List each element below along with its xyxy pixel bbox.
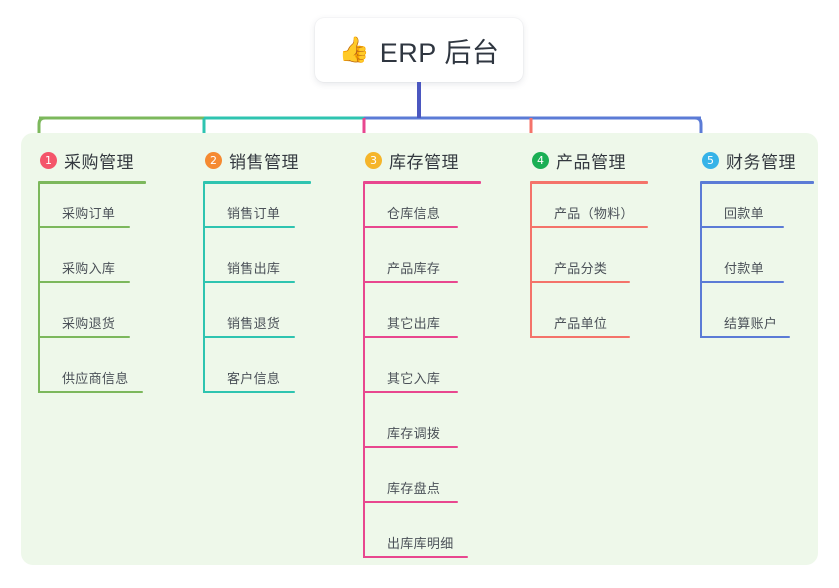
leaf-rule	[700, 281, 784, 283]
thumbs-up-icon: 👍	[338, 35, 370, 64]
column-underline	[530, 181, 648, 184]
leaf-label: 销售订单	[227, 206, 281, 221]
root-node[interactable]: 👍 ERP 后台	[315, 18, 523, 82]
leaf-label: 回款单	[724, 206, 764, 221]
column-underline	[363, 181, 481, 184]
leaf-node[interactable]: 回款单	[700, 198, 784, 228]
leaf-label: 结算账户	[724, 316, 778, 331]
column-spine	[530, 182, 532, 338]
column-header-2[interactable]: 2 销售管理	[203, 141, 299, 179]
column-underline	[700, 181, 814, 184]
leaf-label: 采购退货	[62, 316, 116, 331]
leaf-node[interactable]: 供应商信息	[38, 363, 143, 393]
leaf-node[interactable]: 库存盘点	[363, 473, 458, 503]
column-header-3[interactable]: 3 库存管理	[363, 141, 459, 179]
leaf-label: 产品（物料）	[554, 206, 634, 221]
column-number-badge: 4	[532, 151, 549, 169]
leaf-label: 库存盘点	[387, 481, 441, 496]
leaf-rule	[363, 226, 458, 228]
leaf-node[interactable]: 客户信息	[203, 363, 295, 393]
leaf-rule	[363, 556, 468, 558]
leaf-rule	[700, 336, 790, 338]
leaf-label: 其它入库	[387, 371, 441, 386]
leaf-node[interactable]: 销售出库	[203, 253, 295, 283]
column-title: 库存管理	[389, 152, 459, 172]
column-3: 3 库存管理仓库信息产品库存其它出库其它入库库存调拨库存盘点出库库明细	[363, 141, 481, 558]
leaf-node[interactable]: 结算账户	[700, 308, 790, 338]
leaf-rule	[38, 281, 130, 283]
leaf-label: 采购入库	[62, 261, 116, 276]
leaf-label: 产品单位	[554, 316, 608, 331]
leaf-rule	[38, 391, 143, 393]
leaf-label: 其它出库	[387, 316, 441, 331]
column-header-5[interactable]: 5 财务管理	[700, 141, 796, 179]
column-1: 1 采购管理采购订单采购入库采购退货供应商信息	[38, 141, 146, 393]
leaf-node[interactable]: 产品单位	[530, 308, 630, 338]
leaf-node[interactable]: 采购入库	[38, 253, 130, 283]
leaf-node[interactable]: 销售订单	[203, 198, 295, 228]
leaf-node[interactable]: 其它入库	[363, 363, 458, 393]
leaf-rule	[363, 391, 458, 393]
leaf-node[interactable]: 其它出库	[363, 308, 458, 338]
leaf-label: 销售退货	[227, 316, 281, 331]
leaf-rule	[38, 336, 130, 338]
leaf-label: 客户信息	[227, 371, 281, 386]
leaf-rule	[203, 226, 295, 228]
leaf-rule	[203, 336, 295, 338]
diagram-panel	[21, 133, 818, 565]
leaf-node[interactable]: 付款单	[700, 253, 784, 283]
leaf-node[interactable]: 采购订单	[38, 198, 130, 228]
leaf-rule	[363, 501, 458, 503]
leaf-label: 库存调拨	[387, 426, 441, 441]
column-underline	[38, 181, 146, 184]
column-title: 财务管理	[726, 152, 796, 172]
column-4: 4 产品管理产品（物料） 产品分类产品单位	[530, 141, 648, 338]
leaf-node[interactable]: 出库库明细	[363, 528, 468, 558]
column-title: 销售管理	[229, 152, 299, 172]
column-number-badge: 1	[40, 151, 57, 169]
leaf-rule	[700, 226, 784, 228]
column-title: 采购管理	[64, 152, 134, 172]
leaf-rule	[363, 281, 458, 283]
leaf-rule	[363, 446, 458, 448]
leaf-node[interactable]: 仓库信息	[363, 198, 458, 228]
leaf-node[interactable]: 库存调拨	[363, 418, 458, 448]
column-header-1[interactable]: 1 采购管理	[38, 141, 134, 179]
column-spine	[203, 182, 205, 393]
leaf-label: 产品分类	[554, 261, 608, 276]
leaf-label: 采购订单	[62, 206, 116, 221]
leaf-rule	[203, 391, 295, 393]
column-title: 产品管理	[556, 152, 626, 172]
column-spine	[38, 182, 40, 393]
column-5: 5 财务管理回款单付款单结算账户	[700, 141, 814, 338]
leaf-node[interactable]: 采购退货	[38, 308, 130, 338]
leaf-rule	[363, 336, 458, 338]
column-underline	[203, 181, 311, 184]
column-number-badge: 5	[702, 151, 719, 169]
leaf-rule	[530, 281, 630, 283]
leaf-node[interactable]: 产品（物料）	[530, 198, 648, 228]
leaf-rule	[38, 226, 130, 228]
column-spine	[700, 182, 702, 338]
leaf-rule	[203, 281, 295, 283]
leaf-label: 产品库存	[387, 261, 441, 276]
column-number-badge: 3	[365, 151, 382, 169]
column-spine	[363, 182, 365, 558]
leaf-label: 供应商信息	[62, 371, 129, 386]
leaf-rule	[530, 336, 630, 338]
leaf-rule	[530, 226, 648, 228]
column-2: 2 销售管理销售订单销售出库销售退货客户信息	[203, 141, 311, 393]
leaf-node[interactable]: 产品库存	[363, 253, 458, 283]
leaf-label: 出库库明细	[387, 536, 454, 551]
root-title: ERP 后台	[379, 37, 500, 68]
column-number-badge: 2	[205, 151, 222, 169]
leaf-node[interactable]: 销售退货	[203, 308, 295, 338]
leaf-label: 仓库信息	[387, 206, 441, 221]
leaf-label: 付款单	[724, 261, 764, 276]
leaf-node[interactable]: 产品分类	[530, 253, 630, 283]
column-header-4[interactable]: 4 产品管理	[530, 141, 626, 179]
leaf-label: 销售出库	[227, 261, 281, 276]
